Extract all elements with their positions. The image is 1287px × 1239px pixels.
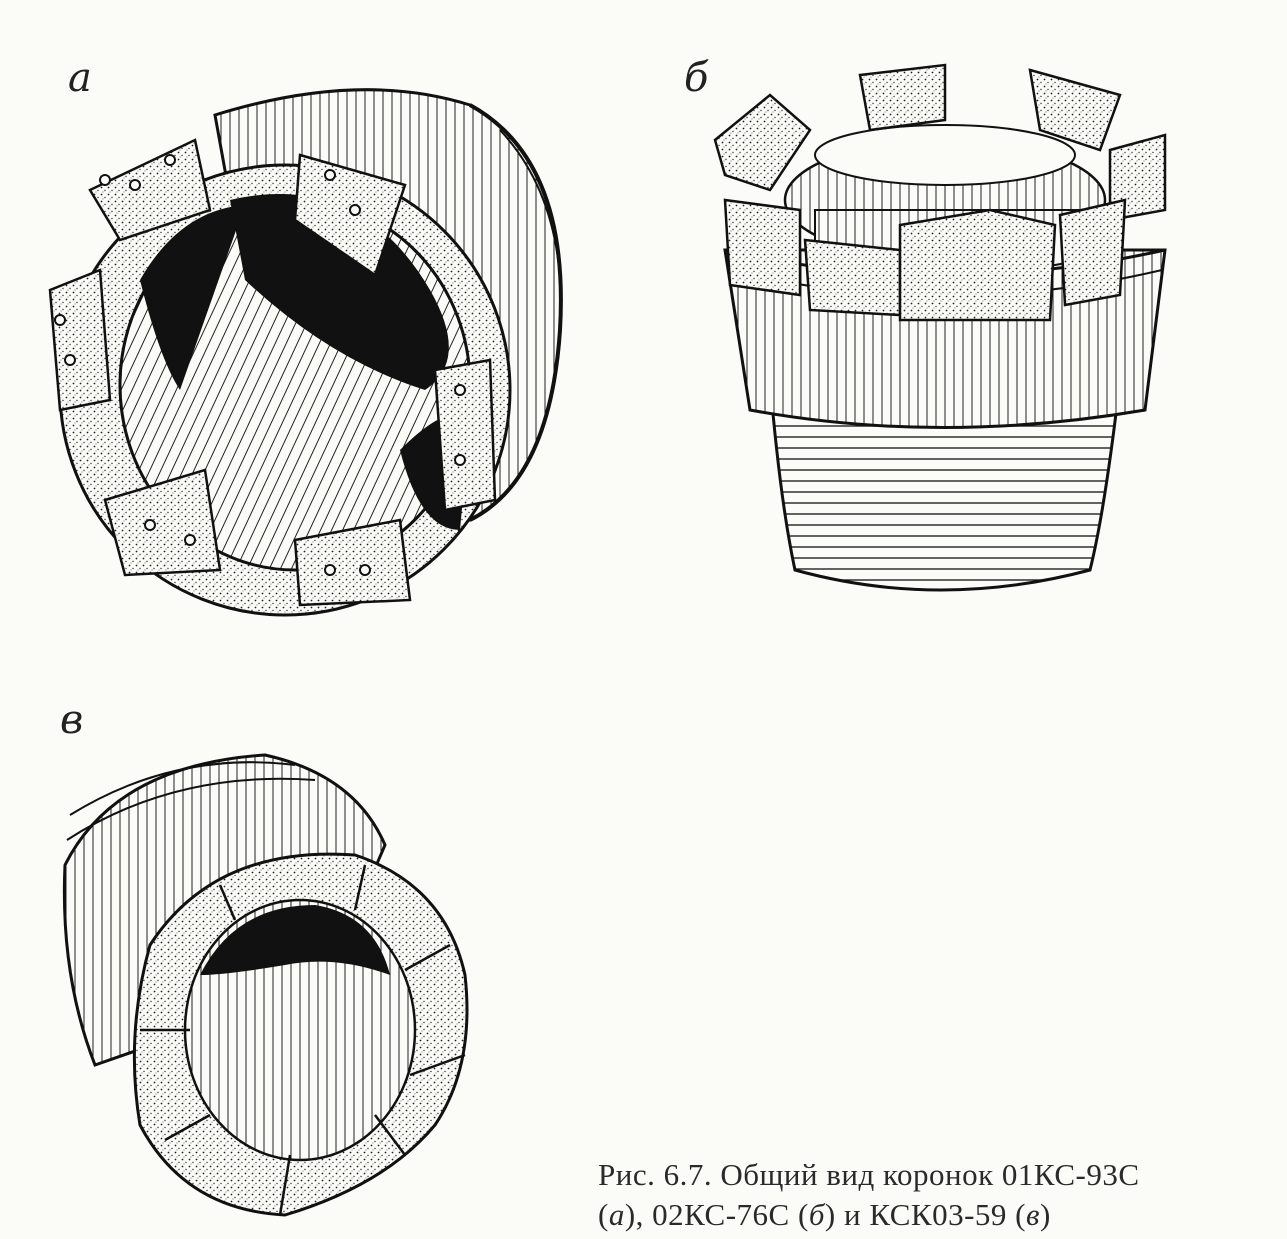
bit-v-interior [200, 905, 390, 975]
panel-label-a: а [68, 55, 92, 101]
crown-bit-01ks-93s-illustration [48, 88, 563, 617]
caption-ref-b: б [808, 1197, 825, 1232]
caption-line-1: Рис. 6.7. Общий вид коронок 01КС-93С [598, 1157, 1140, 1192]
caption-ref-a: а [608, 1197, 625, 1232]
bit-b-cutters [713, 63, 1167, 322]
caption-ref-v: в [1025, 1197, 1040, 1232]
figure-caption: Рис. 6.7. Общий вид коронок 01КС-93С (а)… [598, 1155, 1278, 1235]
panel-label-b: б [684, 55, 709, 101]
caption-text: ) [1039, 1197, 1051, 1232]
caption-text: ), 02КС-76С ( [624, 1197, 809, 1232]
panel-label-v: в [60, 697, 84, 743]
bit-b-thread [768, 378, 1122, 592]
crown-bit-02ks-76s-illustration [713, 63, 1167, 592]
crown-bit-ksk03-59-illustration [62, 753, 469, 1217]
caption-line-2: (а), 02КС-76С (б) и КСК03-59 (в) [598, 1195, 1278, 1235]
bit-a-interior [230, 194, 449, 390]
caption-text: ) и КСК03-59 ( [824, 1197, 1026, 1232]
caption-text: ( [598, 1197, 609, 1232]
